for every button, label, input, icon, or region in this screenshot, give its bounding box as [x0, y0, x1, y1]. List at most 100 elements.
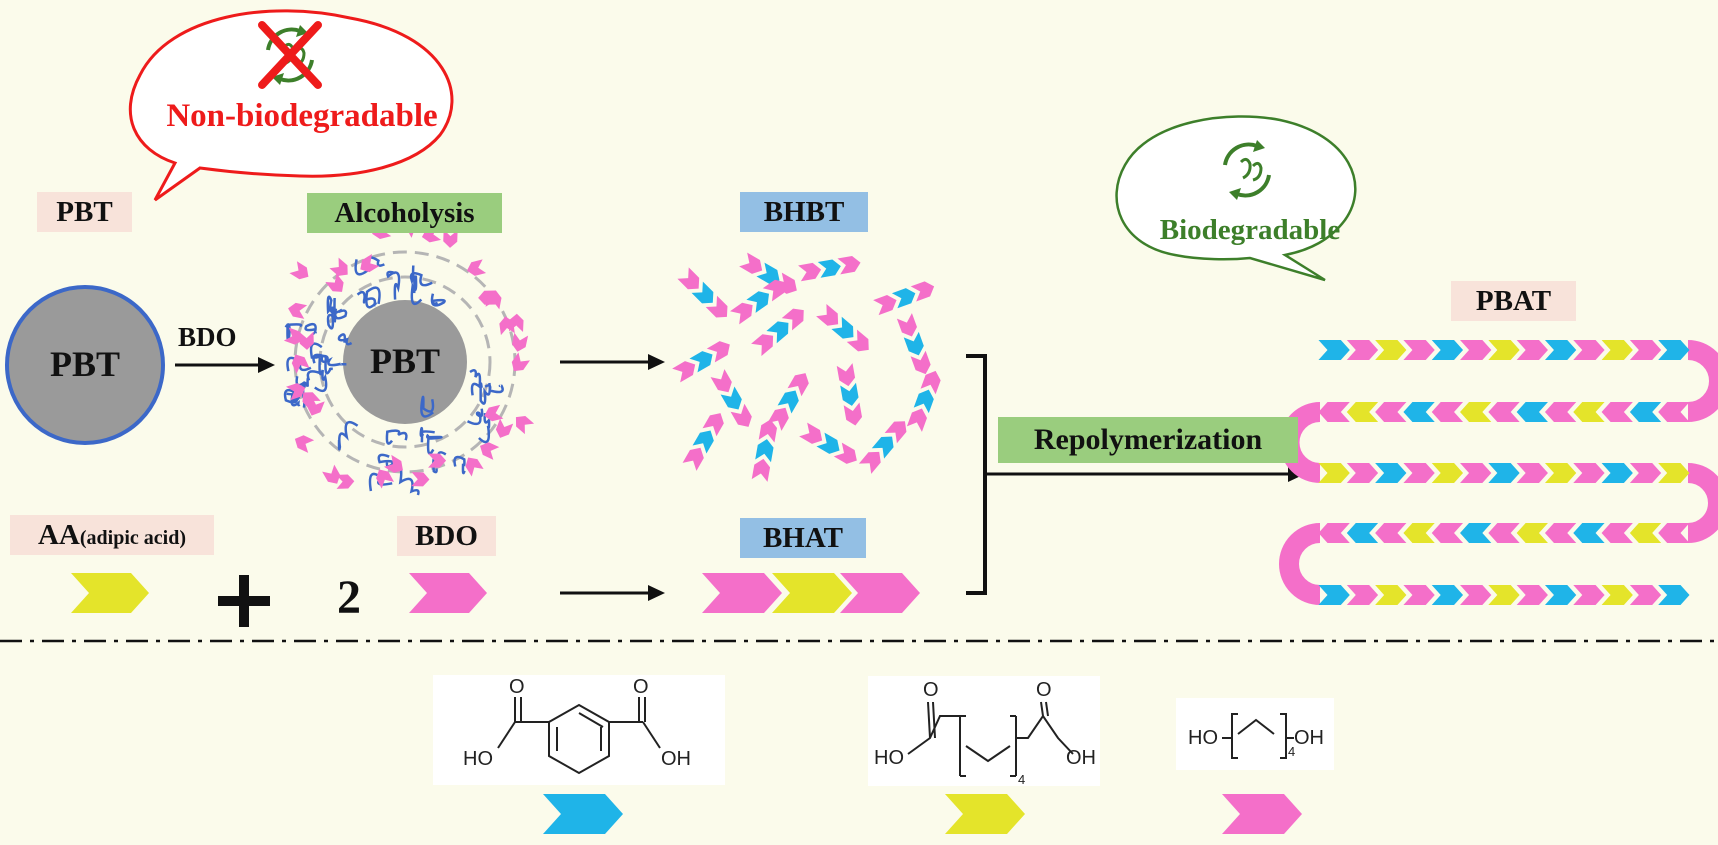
bhbt-blue [746, 291, 770, 313]
polymer-chain [326, 306, 335, 330]
pbat-unit [1544, 585, 1577, 605]
bhbt-pink [836, 363, 856, 387]
pbat-unit [1573, 402, 1605, 422]
pbat-unit [1375, 340, 1407, 360]
bdo-fragment [307, 396, 325, 416]
pbat-unit [1544, 463, 1577, 483]
pbat-unit [1346, 402, 1379, 422]
bhbt-pink [873, 295, 897, 316]
non-biodegradable-text: Non-biodegradable [166, 98, 438, 134]
bdo-fragment [466, 259, 487, 276]
bhbt-blue [871, 436, 894, 459]
pbat-unit [1403, 585, 1435, 605]
bhbt-pink [896, 313, 917, 337]
bhbt-pink [816, 303, 839, 326]
bhbt-pink [884, 421, 907, 444]
bhbt-fragment [896, 313, 931, 375]
chem-o-3: O [923, 679, 939, 701]
chem-o-2: O [633, 676, 649, 698]
bdo-fragment [288, 302, 308, 319]
pbat-unit [1431, 463, 1464, 483]
pbat-unit [1346, 523, 1379, 543]
butanediol-structure: HO 4 OH [1176, 698, 1334, 770]
pbt-core [343, 300, 467, 424]
bhbt-pink [787, 373, 809, 397]
bhbt-pink [672, 361, 696, 383]
pbat-unit [1318, 523, 1350, 543]
pbat-unit [1601, 402, 1633, 422]
bdo-fragment [294, 435, 315, 453]
bdo-fragment [495, 418, 514, 438]
legend-adipic [945, 794, 1025, 834]
two-label: 2 [337, 571, 361, 624]
polymer-chain [337, 420, 359, 451]
pbat-unit [1460, 402, 1492, 422]
bdo-fragment [428, 453, 447, 468]
legend-chevrons [543, 794, 1302, 834]
pbat-unit [1516, 340, 1548, 360]
polymer-chain [469, 369, 482, 396]
polymer-chain [466, 408, 484, 426]
chem-o-4: O [1036, 679, 1052, 701]
chem-oh-2: OH [1066, 747, 1096, 769]
pbat-unit [1601, 523, 1633, 543]
alcoholysis-tag: Alcoholysis [307, 193, 502, 233]
bhbt-pink [751, 458, 771, 482]
bhbt-fragment [682, 413, 724, 471]
bhbt-pink [706, 341, 730, 363]
pbat-unit [1573, 340, 1605, 360]
bhbt-blue [756, 262, 780, 284]
pbat-unit [1488, 402, 1520, 422]
monomer-chevrons [71, 573, 920, 613]
legend-terephthalic [543, 794, 623, 834]
merge-bracket [966, 354, 987, 595]
pbat-unit [1375, 523, 1407, 543]
biodegradable-text: Biodegradable [1159, 214, 1341, 246]
legend-bdo [1222, 794, 1302, 834]
adipic-acid-structure: O O HO OH 4 [868, 676, 1100, 787]
bhbt-fragment [798, 255, 861, 282]
bhbt-pink [762, 279, 786, 302]
pbat-unit [1658, 402, 1690, 422]
pbt-core-label: PBT [369, 341, 440, 381]
pbat-unit [1488, 523, 1520, 543]
polymer-chain [479, 382, 492, 405]
bhbt-blue [891, 288, 916, 309]
chem-ho-1: HO [463, 748, 493, 770]
terephthalic-acid-structure: O O HO OH [433, 675, 725, 785]
pbat-unit [1460, 340, 1492, 360]
polymer-chain [304, 322, 317, 336]
bhbt-pink [705, 295, 728, 318]
pbat-unit [1658, 340, 1690, 360]
pbat-turn [1687, 463, 1718, 543]
polymer-chain [430, 293, 446, 307]
pbat-unit [1431, 340, 1464, 360]
bhbt-blue [720, 386, 742, 410]
recycle-icon [1223, 140, 1271, 200]
bdo-chevron [409, 573, 487, 613]
bhbt-pink [843, 402, 863, 426]
pbat-unit [1346, 340, 1379, 360]
bhbt-pink [799, 422, 823, 444]
bhbt-fragment [672, 341, 730, 383]
pbat-unit [1375, 585, 1407, 605]
bhbt-fragment [751, 419, 778, 482]
bhbt-pink [833, 442, 857, 464]
bdo-fragment [511, 352, 530, 372]
pbat-unit [1318, 585, 1350, 605]
chem-oh-1: OH [661, 748, 691, 770]
pbat-unit [1601, 585, 1633, 605]
bhat-pink-1 [702, 573, 782, 613]
bdo-fragment [465, 457, 484, 477]
bhbt-blue [689, 351, 713, 373]
bdo-fragment [360, 254, 380, 273]
bhbt-blue [766, 321, 789, 344]
bhbt-fragment [873, 281, 935, 316]
pbat-unit [1516, 585, 1548, 605]
pbat-unit [1403, 523, 1435, 543]
bhbt-blue [816, 432, 840, 454]
pbat-unit [1318, 340, 1350, 360]
pbat-unit [1544, 523, 1577, 543]
bhbt-fragments [672, 252, 941, 482]
pbat-unit [1658, 463, 1690, 483]
